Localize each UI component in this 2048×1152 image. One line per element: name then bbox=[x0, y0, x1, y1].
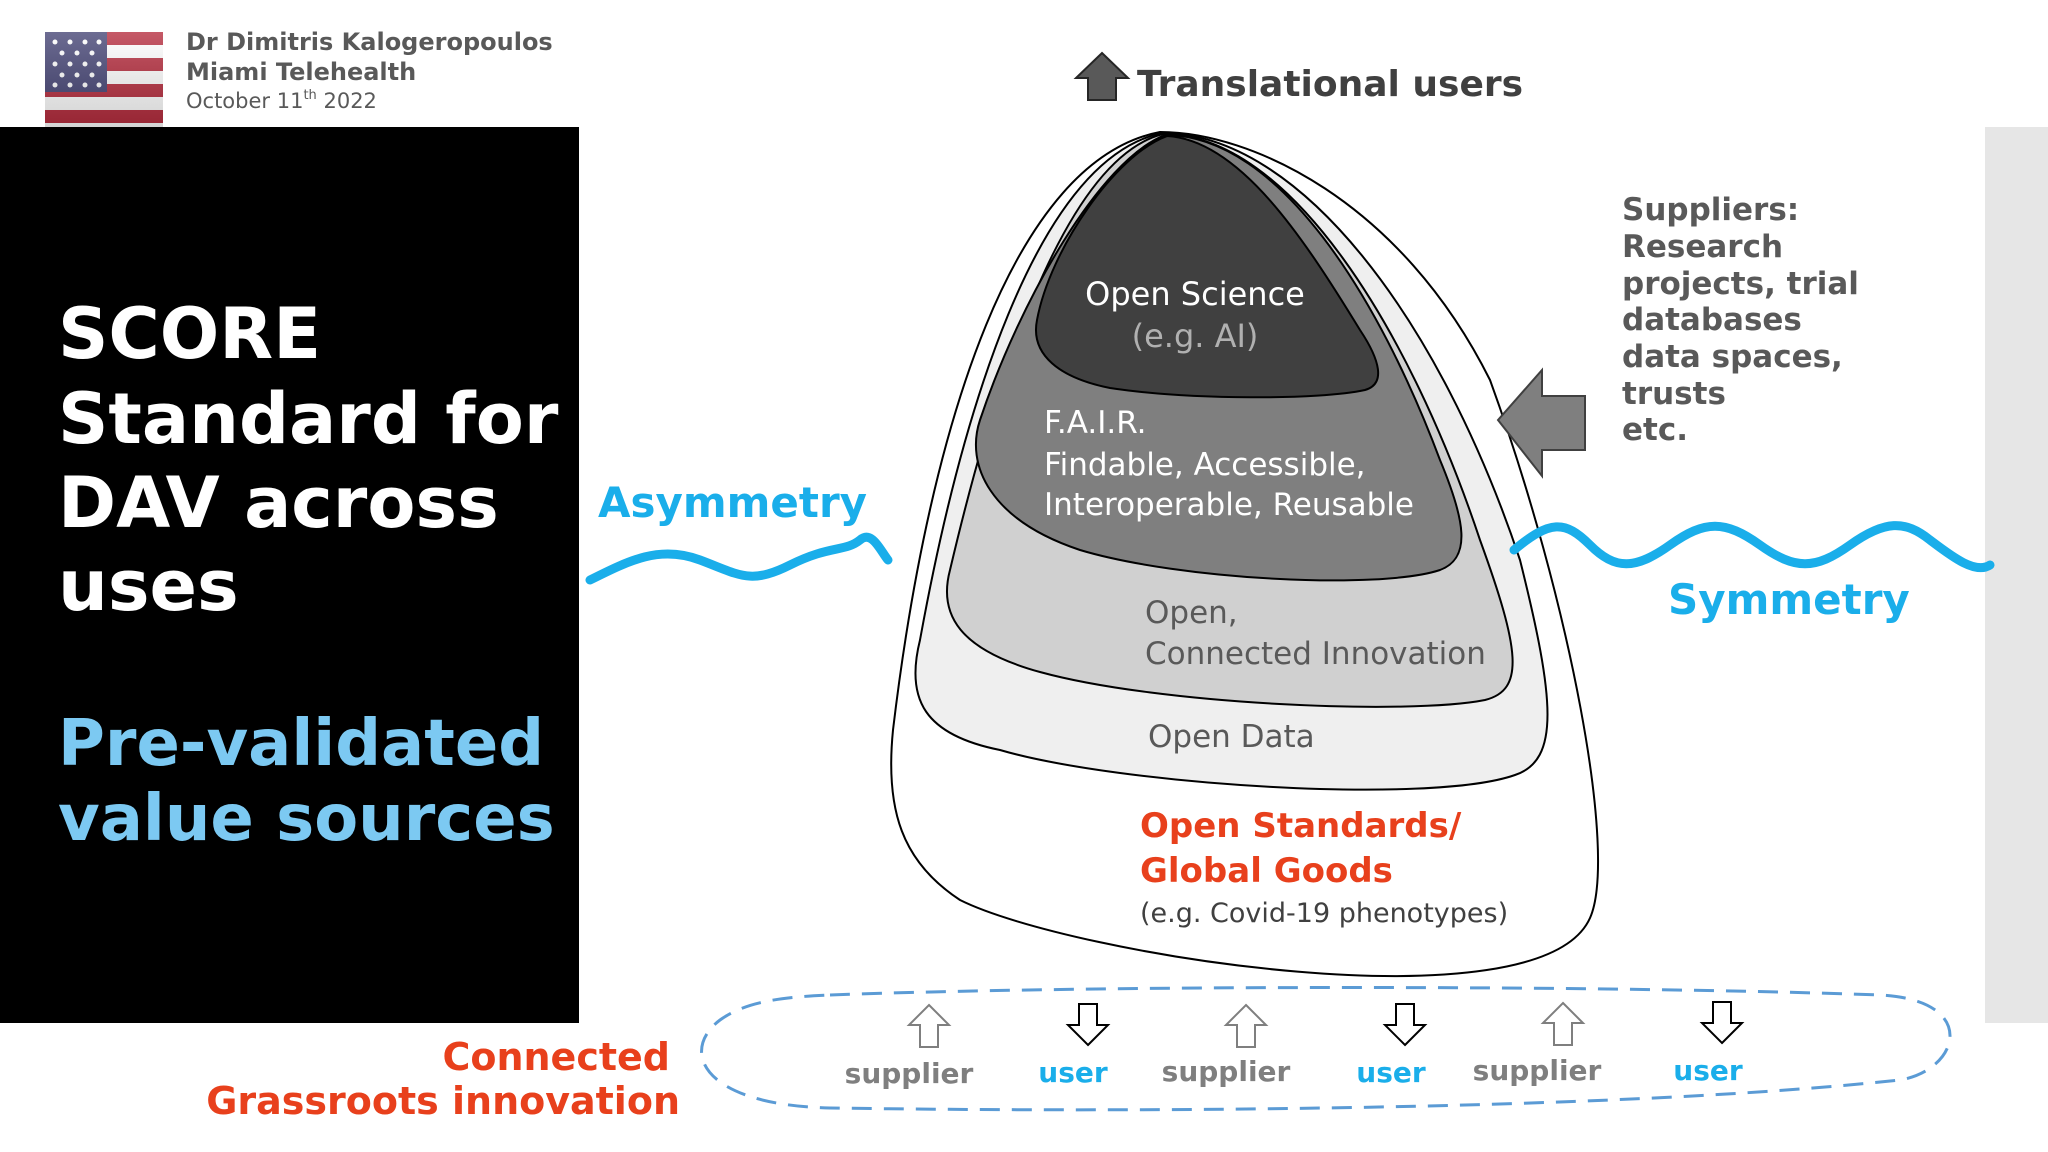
open-science-note: (e.g. AI) bbox=[1132, 317, 1259, 355]
user-item: user bbox=[1038, 1003, 1111, 1089]
presentation-date: October 11th 2022 bbox=[186, 88, 377, 113]
user-item: user bbox=[1673, 1001, 1745, 1087]
suppliers-text: Suppliers: Research projects, trial data… bbox=[1622, 192, 1859, 448]
suppliers-line: data spaces, bbox=[1622, 339, 1843, 375]
supplier-item: supplier bbox=[1162, 1003, 1291, 1088]
asymmetry-wave bbox=[585, 533, 893, 585]
grassroots-items: supplier user supplier user supplier use… bbox=[845, 1001, 1745, 1090]
open-standards-note: (e.g. Covid-19 phenotypes) bbox=[1140, 898, 1508, 929]
up-arrow-outline-icon bbox=[906, 1003, 952, 1048]
suppliers-line: etc. bbox=[1622, 412, 1688, 448]
up-arrow-icon bbox=[1073, 51, 1131, 101]
asymmetry-label: Asymmetry bbox=[598, 478, 867, 527]
user-item: user bbox=[1356, 1003, 1428, 1089]
fair-line: Findable, Accessible, bbox=[1044, 447, 1366, 483]
open-connected-label: Open, bbox=[1145, 595, 1238, 631]
down-arrow-outline-icon bbox=[1699, 1001, 1745, 1045]
supplier-label: supplier bbox=[1162, 1055, 1291, 1088]
value-pyramid bbox=[890, 130, 1600, 978]
open-connected-label-line: Connected Innovation bbox=[1145, 636, 1486, 672]
panel-subtitle: Pre-validated value sources bbox=[58, 707, 555, 856]
supplier-item: supplier bbox=[845, 1003, 974, 1090]
panel-title-line: SCORE bbox=[58, 293, 321, 375]
symmetry-wave bbox=[1509, 521, 1995, 573]
fair-line: Interoperable, Reusable bbox=[1044, 487, 1414, 523]
suppliers-line: trusts bbox=[1622, 376, 1726, 412]
fair-label: F.A.I.R. bbox=[1044, 405, 1147, 441]
grassroots-label-line: Grassroots innovation bbox=[206, 1079, 680, 1123]
translational-users-label: Translational users bbox=[1137, 64, 1523, 105]
user-label: user bbox=[1673, 1054, 1743, 1087]
open-data-label: Open Data bbox=[1148, 719, 1315, 755]
supplier-label: supplier bbox=[1473, 1054, 1602, 1087]
open-science-label: Open Science bbox=[1085, 275, 1305, 313]
grassroots-label: Connected bbox=[442, 1035, 670, 1079]
suppliers-line: databases bbox=[1622, 302, 1802, 338]
suppliers-line: Research bbox=[1622, 229, 1783, 265]
layer-open-science bbox=[1035, 134, 1380, 399]
author-name: Dr Dimitris Kalogeropoulos bbox=[186, 28, 553, 56]
panel-title-line: uses bbox=[58, 545, 239, 627]
organization: Miami Telehealth bbox=[186, 58, 416, 86]
open-standards-label: Open Standards/ bbox=[1140, 806, 1462, 846]
suppliers-line: projects, trial bbox=[1622, 266, 1859, 302]
symmetry-label: Symmetry bbox=[1668, 575, 1910, 624]
right-edge-strip bbox=[1985, 127, 2048, 1023]
down-arrow-outline-icon bbox=[1065, 1003, 1111, 1047]
panel-title: SCORE Standard for DAV across uses bbox=[58, 293, 559, 627]
up-arrow-outline-icon bbox=[1223, 1003, 1269, 1048]
user-label: user bbox=[1356, 1056, 1426, 1089]
supplier-item: supplier bbox=[1473, 1001, 1602, 1087]
grassroots-dashed-oval bbox=[700, 986, 1952, 1112]
left-arrow-icon bbox=[1496, 367, 1586, 479]
panel-subtitle-line: value sources bbox=[58, 782, 555, 856]
panel-subtitle-line: Pre-validated bbox=[58, 707, 544, 781]
down-arrow-outline-icon bbox=[1382, 1003, 1428, 1047]
suppliers-line: Suppliers: bbox=[1622, 192, 1799, 228]
panel-title-line: Standard for bbox=[58, 378, 559, 460]
global-goods-label: Global Goods bbox=[1140, 851, 1393, 891]
user-label: user bbox=[1038, 1056, 1108, 1089]
up-arrow-outline-icon bbox=[1540, 1001, 1586, 1046]
supplier-label: supplier bbox=[845, 1057, 974, 1090]
left-panel bbox=[0, 127, 579, 1023]
panel-title-line: DAV across bbox=[58, 462, 499, 544]
